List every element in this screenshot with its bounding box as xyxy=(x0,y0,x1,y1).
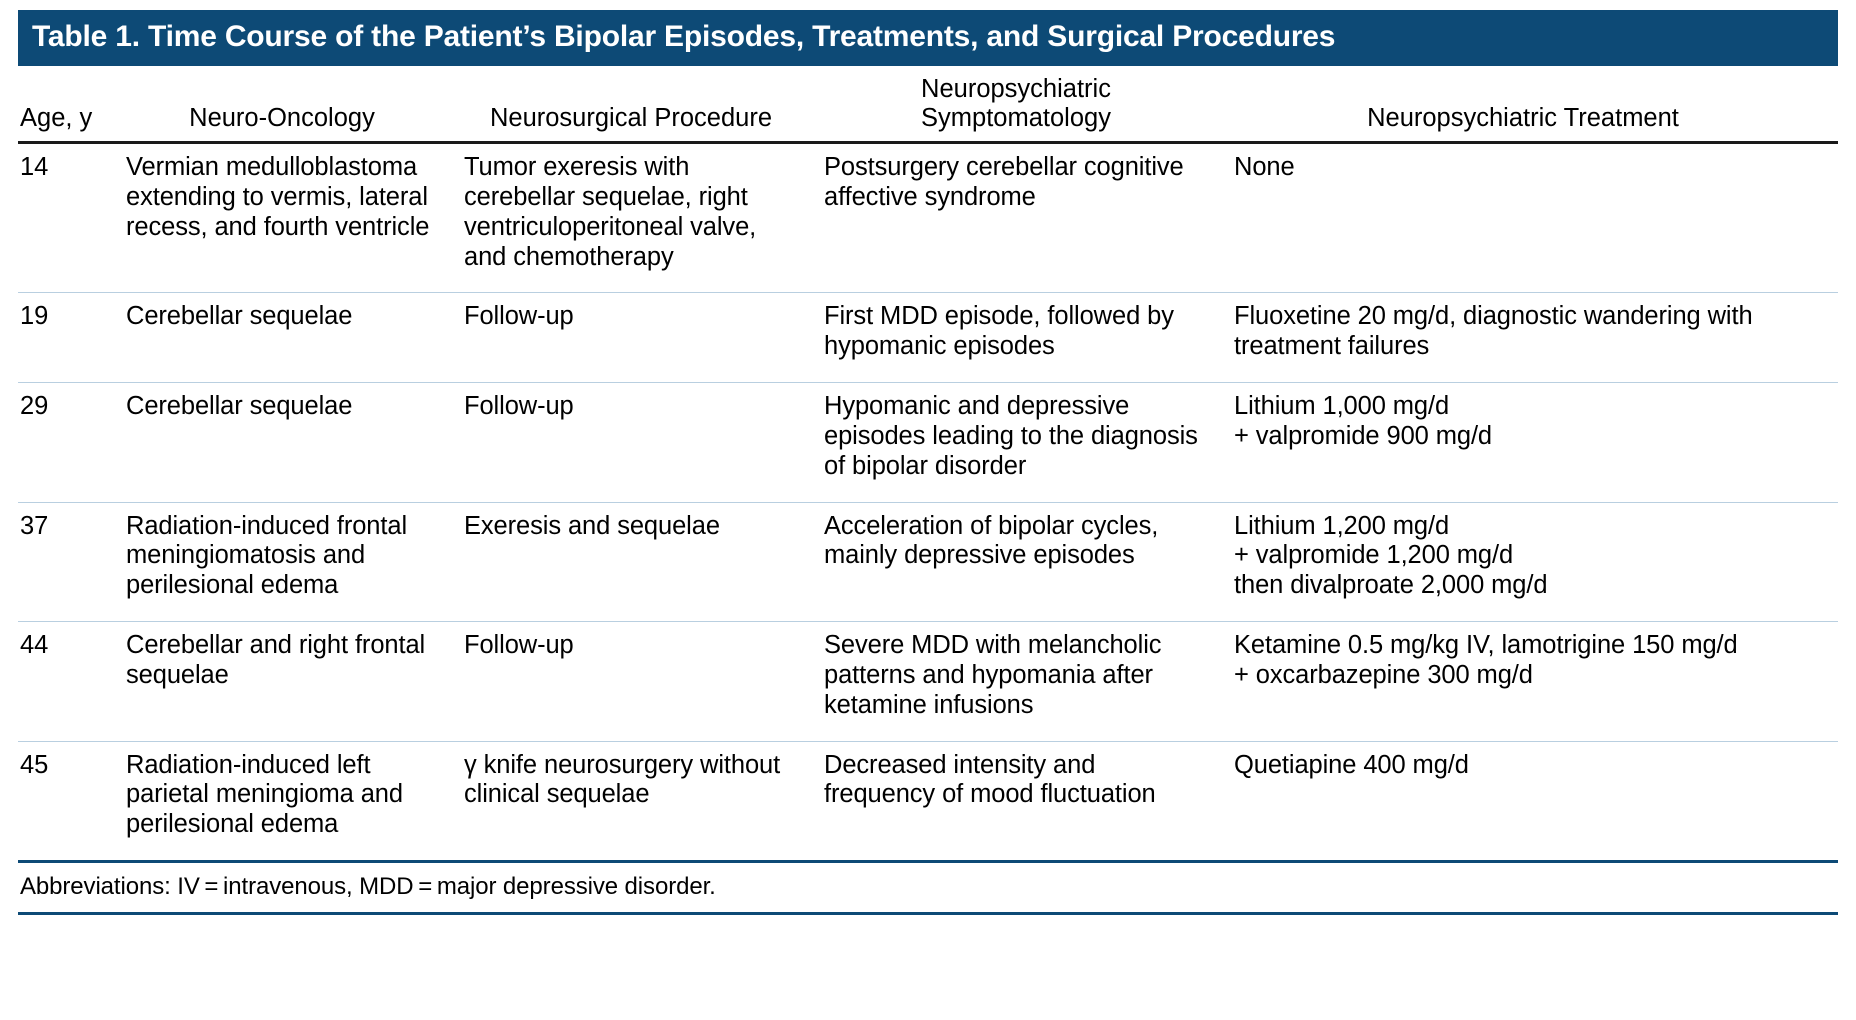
cell-symptoms: Acceleration of bipolar cycles, mainly d… xyxy=(824,502,1234,623)
cell-oncology: Cerebellar and right frontal sequelae xyxy=(126,621,464,742)
cell-oncology: Radiation-induced left parietal meningio… xyxy=(126,750,403,839)
cell-treatment: Lithium 1,000 mg/d+ valpromide 900 mg/d xyxy=(1234,382,1838,503)
table-row: 29 Cerebellar sequelae Follow-up Hypoman… xyxy=(18,382,1838,503)
cell-surgical: Follow-up xyxy=(464,621,824,742)
cell-surgical: Tumor exeresis with cerebellar sequelae,… xyxy=(464,142,824,294)
cell-surgical: γ knife neurosurgery without clinical se… xyxy=(464,750,781,809)
cell-symptoms: Decreased intensity and frequency of moo… xyxy=(824,750,1156,809)
cell-treatment: Lithium 1,200 mg/d+ valpromide 1,200 mg/… xyxy=(1234,502,1838,623)
cell-oncology: Cerebellar sequelae xyxy=(126,292,464,384)
column-header-oncology: Neuro-Oncology xyxy=(126,66,464,145)
table-title: Table 1. Time Course of the Patient’s Bi… xyxy=(18,10,1838,66)
cell-age: 44 xyxy=(18,621,126,742)
cell-symptoms: First MDD episode, followed by hypomanic… xyxy=(824,292,1234,384)
cell-symptoms: Severe MDD with melancholic patterns and… xyxy=(824,621,1234,742)
table-header: Age, y Neuro-Oncology Neurosurgical Proc… xyxy=(18,66,1838,145)
cell-surgical: Exeresis and sequelae xyxy=(464,502,824,623)
column-header-treatment: Neuropsychiatric Treatment xyxy=(1234,66,1838,145)
table-row: 19 Cerebellar sequelae Follow-up First M… xyxy=(18,292,1838,384)
cell-treatment: Quetiapine 400 mg/d xyxy=(1234,750,1469,779)
cell-treatment: None xyxy=(1234,142,1838,294)
cell-surgical: Follow-up xyxy=(464,382,824,503)
cell-surgical: Follow-up xyxy=(464,292,824,384)
column-header-symptoms: Neuropsychiatric Symptomatology xyxy=(824,66,1234,145)
cell-oncology: Vermian medulloblastoma extending to ver… xyxy=(126,142,464,294)
cell-symptoms: Postsurgery cerebellar cognitive affecti… xyxy=(824,142,1234,294)
header-row: Age, y Neuro-Oncology Neurosurgical Proc… xyxy=(18,66,1838,145)
cell-age: 37 xyxy=(18,502,126,623)
column-header-age: Age, y xyxy=(18,66,126,145)
cell-treatment: Ketamine 0.5 mg/kg IV, lamotrigine 150 m… xyxy=(1234,621,1838,742)
table-row: 37 Radiation-induced frontal meningiomat… xyxy=(18,502,1838,623)
column-header-surgical: Neurosurgical Procedure xyxy=(464,66,824,145)
cell-oncology: Radiation-induced frontal meningiomatosi… xyxy=(126,502,464,623)
cell-symptoms: Hypomanic and depressive episodes leadin… xyxy=(824,382,1234,503)
table-row: 14 Vermian medulloblastoma extending to … xyxy=(18,142,1838,294)
cell-treatment: Fluoxetine 20 mg/d, diagnostic wandering… xyxy=(1234,292,1838,384)
cell-age: 19 xyxy=(18,292,126,384)
table-row: 44 Cerebellar and right frontal sequelae… xyxy=(18,621,1838,742)
footnote-divider-bottom xyxy=(18,911,1838,915)
cell-age: 14 xyxy=(18,142,126,294)
table-row: 45 Radiation-induced left parietal menin… xyxy=(18,741,1838,860)
cell-age: 29 xyxy=(18,382,126,503)
footnote-divider-top xyxy=(18,860,1838,863)
data-table: Age, y Neuro-Oncology Neurosurgical Proc… xyxy=(18,66,1838,860)
table-footnote: Abbreviations: IV = intravenous, MDD = m… xyxy=(20,873,716,900)
cell-age: 45 xyxy=(20,750,49,779)
cell-oncology: Cerebellar sequelae xyxy=(126,382,464,503)
table-body: 14 Vermian medulloblastoma extending to … xyxy=(18,142,1838,860)
